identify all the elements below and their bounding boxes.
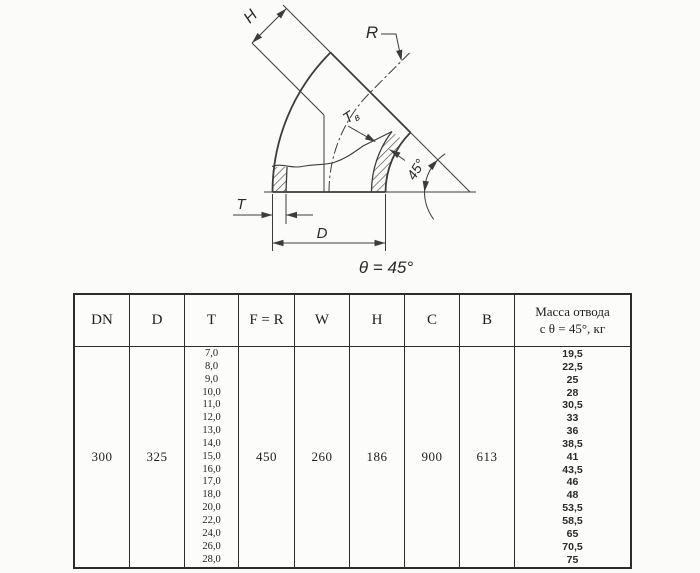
- list-item: 41: [566, 450, 579, 463]
- end-face-line: [329, 51, 412, 134]
- list-item: 48: [566, 489, 579, 502]
- extrados-arc: [271, 51, 332, 193]
- list-item: 22,0: [202, 514, 221, 526]
- theta-caption: θ = 45°: [359, 258, 414, 277]
- list-item: 65: [566, 527, 579, 540]
- list-item: 12,0: [202, 412, 221, 424]
- list-item: 24,0: [202, 527, 221, 539]
- wall-section-right: [371, 131, 404, 192]
- list-item: 53,5: [562, 502, 583, 515]
- list-item: 46: [566, 476, 579, 489]
- list-item: 33: [566, 412, 579, 425]
- list-item: 14,0: [202, 437, 221, 449]
- header-cell-f-r: F = R: [239, 295, 295, 347]
- list-item: 9,0: [204, 373, 219, 385]
- list-item: 30,5: [562, 399, 583, 412]
- elbow-diagram: H R Tв 45° T D θ = 45°: [233, 4, 476, 277]
- header-cell-w: W: [295, 295, 350, 347]
- centerline-arc: [328, 52, 410, 193]
- mass-header-line2: с θ = 45°, кг: [539, 320, 606, 336]
- value-cell-f-r: 450: [239, 347, 295, 567]
- list-item: 18,0: [202, 489, 221, 501]
- list-item: 15,0: [202, 450, 221, 462]
- list-item: 10,0: [202, 386, 221, 398]
- d-diameter-label: D: [317, 225, 328, 242]
- header-cell-c: C: [405, 295, 460, 347]
- wall-section-left: [272, 167, 286, 192]
- list-item: 16,0: [202, 463, 221, 475]
- list-item: 7,0: [204, 348, 219, 359]
- list-item: 8,0: [204, 360, 219, 372]
- bore-right-edge: [370, 131, 393, 193]
- list-item: 26,0: [202, 540, 221, 552]
- list-item: 25: [566, 373, 579, 386]
- value-cell-c: 900: [405, 347, 460, 567]
- list-item: 28: [566, 386, 579, 399]
- list-item: 38,5: [562, 437, 583, 450]
- spec-table: DN D T F = R W H C B Масса отвода с θ = …: [73, 293, 632, 569]
- list-item: 22,5: [562, 360, 583, 373]
- angle-45-label: 45°: [403, 156, 428, 183]
- list-item: 13,0: [202, 425, 221, 437]
- header-cell-d: D: [130, 295, 185, 347]
- intrados-arc: [384, 131, 412, 193]
- list-item: 70,5: [562, 540, 583, 553]
- value-cell-h: 186: [350, 347, 405, 567]
- header-cell-b: B: [460, 295, 515, 347]
- value-cell-dn: 300: [75, 347, 130, 567]
- bore-left-edge: [285, 166, 288, 193]
- mass-header-line1: Масса отвода: [535, 303, 610, 319]
- header-cell-h: H: [350, 295, 405, 347]
- dimension-arrowheads: [252, 8, 438, 247]
- list-item: 17,0: [202, 476, 221, 488]
- value-cell-b: 613: [460, 347, 515, 567]
- list-item: 75: [566, 553, 579, 566]
- value-cell-w: 260: [295, 347, 350, 567]
- list-item: 19,5: [562, 348, 583, 360]
- bend-start-line: [251, 42, 325, 116]
- list-item: 28,0: [202, 553, 221, 565]
- r-leader-line: [381, 33, 402, 59]
- header-cell-t: T: [185, 295, 239, 347]
- list-item: 43,5: [562, 463, 583, 476]
- r-radius-label: R: [366, 23, 378, 42]
- value-cell-d: 325: [130, 347, 185, 567]
- header-cell-dn: DN: [75, 295, 130, 347]
- list-item: 36: [566, 425, 579, 438]
- break-line: [271, 131, 393, 168]
- h-dimension-label: H: [241, 6, 262, 27]
- list-item: 58,5: [562, 514, 583, 527]
- list-item: 20,0: [202, 502, 221, 514]
- list-item: 11,0: [202, 399, 221, 411]
- tv-thickness-label: Tв: [340, 105, 362, 129]
- header-cell-mass: Масса отвода с θ = 45°, кг: [515, 295, 630, 347]
- t-thickness-label: T: [236, 196, 247, 213]
